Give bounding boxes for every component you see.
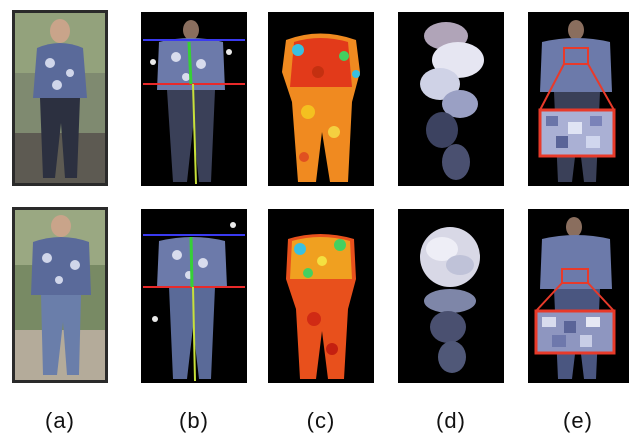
patch-e-row1 — [528, 12, 629, 186]
caption-d: (d) — [436, 408, 466, 433]
heatmap-c-row2 — [268, 209, 374, 383]
photo-a-row1 — [12, 10, 108, 186]
heatmap-c-row1 — [268, 12, 374, 186]
superpixel-d-row1 — [398, 12, 504, 186]
patch-e-row2 — [528, 209, 629, 383]
photo-a-row2 — [12, 207, 108, 383]
caption-a: (a) — [45, 408, 75, 433]
caption-e: (e) — [563, 408, 593, 433]
superpixel-d-row2 — [398, 209, 504, 383]
segmentation-b-row2 — [141, 209, 247, 383]
segmentation-b-row1 — [141, 12, 247, 186]
caption-b: (b) — [179, 408, 209, 433]
caption-c: (c) — [306, 408, 336, 433]
